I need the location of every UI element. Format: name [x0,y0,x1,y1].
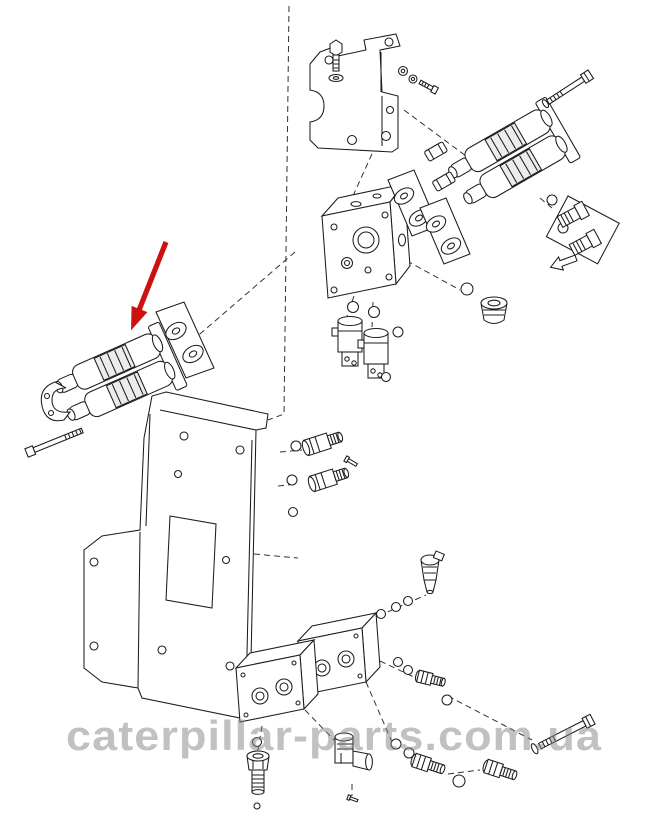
solenoid-valve-assembly-right [439,96,582,219]
mounting-plate [83,391,269,719]
washer-rings-top [397,65,418,84]
union-fitting-3 [414,669,446,687]
direction-arrow-glyph [549,254,578,271]
nipple-fitting [246,736,270,810]
bolt-top [328,39,344,83]
bolt-bottom-right [530,713,596,755]
seal-kit-right [545,194,620,265]
pilot-valves-center [331,300,404,383]
union-fitting-2 [482,758,518,781]
washer-plate-b [419,197,471,265]
elbow-fitting [334,732,373,803]
bolt-top-right [541,69,595,109]
valve-block-bottom-left [234,638,319,723]
fitting-mid-right [420,550,446,595]
watermark: caterpillar-parts.com.ua [66,712,602,759]
valve-block-center [320,182,411,299]
screw-top [418,79,440,95]
check-valves-mid [286,431,359,518]
connector-plugs [424,141,456,192]
clamp-bracket [40,381,72,422]
highlight-arrow [131,241,169,331]
bolt-left [24,427,84,458]
union-fitting-1 [410,752,446,775]
diagram-root: caterpillar-parts.com.ua [24,5,620,810]
plug-fitting [460,282,508,325]
washer-plate-left [155,301,215,379]
leader-lines [141,5,553,796]
mounting-bracket [309,33,401,153]
orings-bottom-row [390,656,466,788]
valve-block-bottom-right [296,611,381,696]
